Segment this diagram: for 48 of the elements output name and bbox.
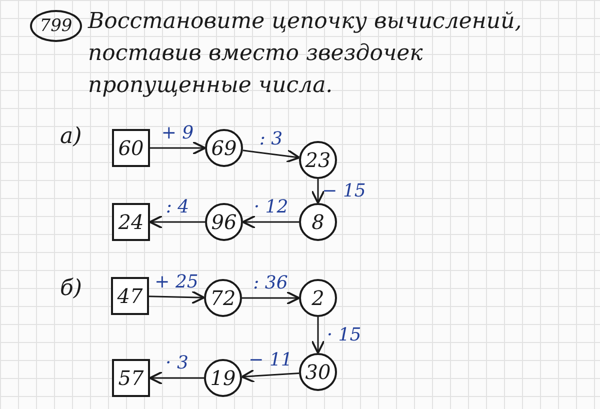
number-square xyxy=(111,277,149,315)
number: 24 xyxy=(118,210,144,234)
number-circle xyxy=(299,353,337,391)
number: 8 xyxy=(312,210,324,234)
number: 19 xyxy=(210,366,236,390)
number: 72 xyxy=(210,286,236,310)
edge-label: · 3 xyxy=(166,352,188,374)
number: 69 xyxy=(211,136,237,160)
edge-label: − 15 xyxy=(322,180,366,202)
number-circle xyxy=(205,203,243,241)
number: 60 xyxy=(118,136,144,160)
number-circle xyxy=(204,359,242,397)
edge-label: : 36 xyxy=(253,272,288,294)
edge-label: : 3 xyxy=(259,128,283,150)
arrow xyxy=(148,290,205,304)
part-label: б) xyxy=(60,276,82,301)
number: 2 xyxy=(312,286,324,310)
number: 30 xyxy=(305,360,331,384)
number: 47 xyxy=(117,284,143,308)
arrow xyxy=(242,291,300,305)
edge-label: − 11 xyxy=(248,350,292,370)
number-circle xyxy=(299,279,337,317)
number-square xyxy=(112,359,150,397)
number-circle xyxy=(204,279,242,317)
number: 96 xyxy=(211,210,237,234)
arrow xyxy=(150,141,206,155)
edge-label: + 9 xyxy=(161,122,194,144)
edge-label: · 12 xyxy=(254,196,288,218)
arrow xyxy=(311,317,325,354)
task-text: Восстановите цепочку вычислений, поставив вместо звездочек пропущенные числа. xyxy=(88,8,523,100)
number: 57 xyxy=(118,366,144,390)
task-number: 799 xyxy=(30,10,82,42)
arrow xyxy=(149,371,204,385)
arrow xyxy=(242,215,299,229)
arrow xyxy=(241,369,300,383)
number: 23 xyxy=(305,148,331,172)
edge-label: : 4 xyxy=(166,196,190,218)
number-square xyxy=(112,129,150,167)
arrow xyxy=(149,215,205,229)
arrow xyxy=(311,179,325,204)
part-label: а) xyxy=(60,124,82,149)
edge-label: + 25 xyxy=(154,272,198,292)
number-circle xyxy=(299,203,337,241)
edge-label: · 15 xyxy=(326,324,362,346)
number-circle xyxy=(205,129,243,167)
number-square xyxy=(112,203,150,241)
arrow xyxy=(242,149,300,163)
number-circle xyxy=(299,141,337,179)
